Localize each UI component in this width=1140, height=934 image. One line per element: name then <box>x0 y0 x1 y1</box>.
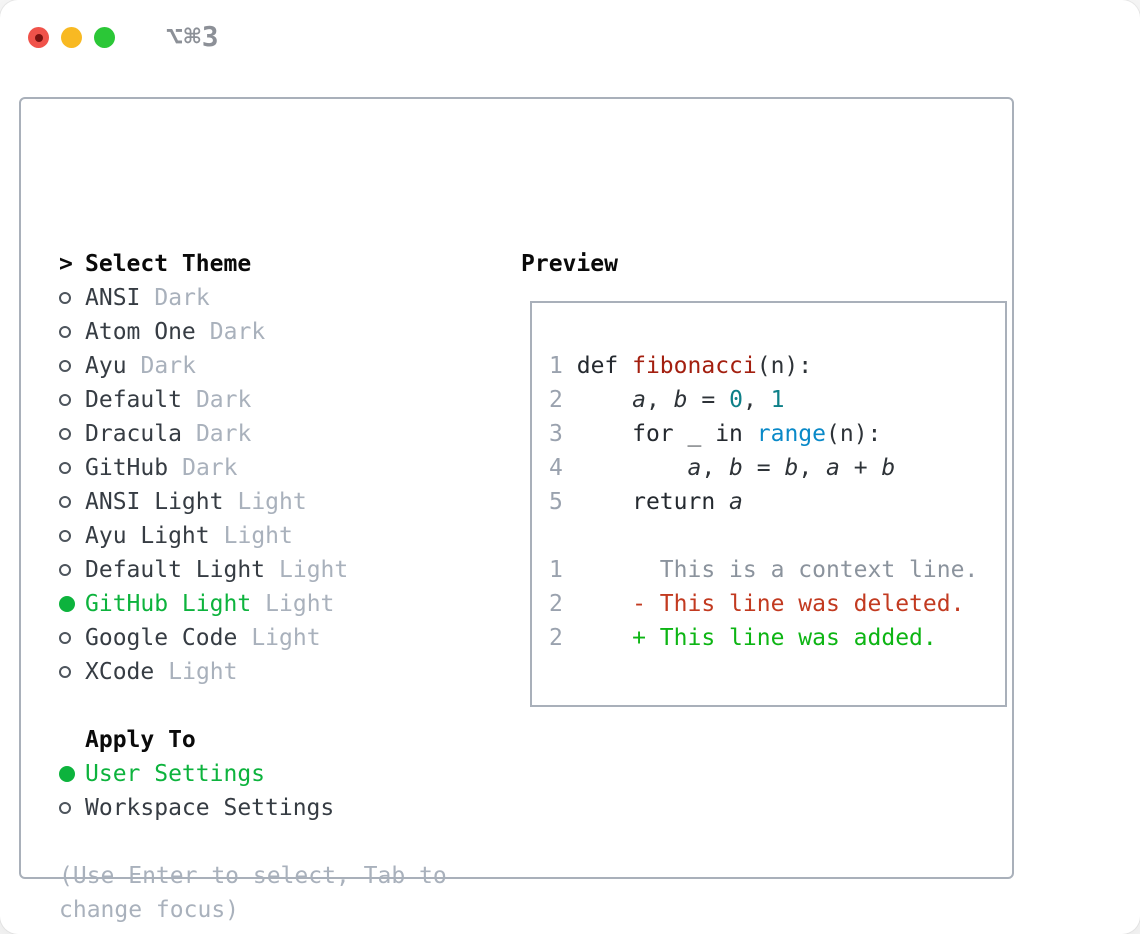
radio-icon <box>59 666 71 678</box>
prompt-caret-icon: > <box>59 251 73 277</box>
close-button[interactable] <box>28 27 49 48</box>
line-number: 5 <box>549 489 563 515</box>
code-line: 2 + This line was added. <box>549 625 937 651</box>
theme-variant: Light <box>237 489 307 515</box>
theme-option[interactable]: Ayu Light Light <box>59 519 509 553</box>
apply-option-label: User Settings <box>85 761 266 787</box>
radio-icon <box>59 326 71 338</box>
radio-icon <box>59 394 71 406</box>
theme-option[interactable]: Default Dark <box>59 383 509 417</box>
line-number: 2 <box>549 591 563 617</box>
theme-variant: Dark <box>182 455 238 481</box>
line-number: 2 <box>549 625 563 651</box>
theme-option[interactable]: Atom One Dark <box>59 315 509 349</box>
theme-option[interactable]: ANSI Dark <box>59 281 509 315</box>
theme-name: Dracula <box>85 421 182 447</box>
code-line: 2 a, b = 0, 1 <box>549 387 785 413</box>
theme-option[interactable]: Default Light Light <box>59 553 509 587</box>
spacer <box>59 825 509 859</box>
theme-variant: Light <box>168 659 238 685</box>
theme-name: ANSI Light <box>85 489 224 515</box>
theme-variant: Dark <box>140 353 196 379</box>
theme-name: GitHub Light <box>85 591 252 617</box>
apply-to-label: Apply To <box>85 727 196 753</box>
apply-option-label: Workspace Settings <box>85 795 335 821</box>
zoom-button[interactable] <box>94 27 115 48</box>
code-line: 5 return a <box>549 489 743 515</box>
radio-icon <box>59 530 71 542</box>
radio-icon <box>59 360 71 372</box>
theme-variant: Dark <box>195 421 252 447</box>
apply-to-header: Apply To <box>59 723 509 757</box>
theme-name: Ayu Light <box>85 523 210 549</box>
code-line: 1 This is a context line. <box>549 557 979 583</box>
line-number: 2 <box>549 387 563 413</box>
hint-text: (Use Enter to select, Tab to change focu… <box>59 863 447 923</box>
code-line <box>549 519 1005 553</box>
apply-to-option[interactable]: Workspace Settings <box>59 791 509 825</box>
radio-icon <box>59 292 71 304</box>
theme-option[interactable]: Dracula Dark <box>59 417 509 451</box>
theme-name: Ayu <box>85 353 127 379</box>
theme-option[interactable]: GitHub Dark <box>59 451 509 485</box>
radio-selected-icon <box>59 766 75 782</box>
theme-name: Default Light <box>85 557 266 583</box>
theme-variant: Light <box>251 625 321 651</box>
preview-box: 1 def fibonacci(n): 2 a, b = 0, 1 3 for _ … <box>530 301 1007 707</box>
theme-name: Google Code <box>85 625 238 651</box>
select-theme-header: > Select Theme <box>59 247 509 281</box>
code-line: 4 a, b = b, a + b <box>549 455 896 481</box>
theme-variant: Light <box>265 591 335 617</box>
theme-variant: Light <box>279 557 349 583</box>
radio-icon <box>59 802 71 814</box>
theme-name: GitHub <box>85 455 169 481</box>
titlebar: ⌥⌘3 <box>0 0 1140 74</box>
theme-option[interactable]: ANSI Light Light <box>59 485 509 519</box>
traffic-lights <box>28 27 115 48</box>
window-title: ⌥⌘3 <box>166 20 220 53</box>
theme-name: Default <box>85 387 182 413</box>
code-line: 3 for _ in range(n): <box>549 421 882 447</box>
code-line: 2 - This line was deleted. <box>549 591 965 617</box>
line-number: 1 <box>549 353 563 379</box>
minimize-button[interactable] <box>61 27 82 48</box>
theme-name: XCode <box>85 659 155 685</box>
line-number: 1 <box>549 557 563 583</box>
code-preview: 1 def fibonacci(n): 2 a, b = 0, 1 3 for _ … <box>532 303 1005 655</box>
spacer <box>59 689 509 723</box>
code-line: 1 def fibonacci(n): <box>549 353 813 379</box>
theme-option[interactable]: XCode Light <box>59 655 509 689</box>
theme-name: ANSI <box>85 285 141 311</box>
line-number: 4 <box>549 455 563 481</box>
theme-variant: Dark <box>195 387 252 413</box>
close-dot-icon <box>34 33 43 42</box>
theme-option[interactable]: GitHub Light Light <box>59 587 509 621</box>
apply-to-option[interactable]: User Settings <box>59 757 509 791</box>
radio-selected-icon <box>59 596 75 612</box>
preview-label: Preview <box>521 251 618 277</box>
theme-name: Atom One <box>85 319 196 345</box>
theme-variant: Dark <box>154 285 210 311</box>
select-theme-label: Select Theme <box>85 251 252 277</box>
radio-icon <box>59 462 71 474</box>
theme-variant: Dark <box>209 319 266 345</box>
line-number: 3 <box>549 421 563 447</box>
theme-option[interactable]: Google Code Light <box>59 621 509 655</box>
theme-variant: Light <box>223 523 293 549</box>
radio-icon <box>59 428 71 440</box>
radio-icon <box>59 632 71 644</box>
radio-icon <box>59 564 71 576</box>
theme-option[interactable]: Ayu Dark <box>59 349 509 383</box>
radio-icon <box>59 496 71 508</box>
